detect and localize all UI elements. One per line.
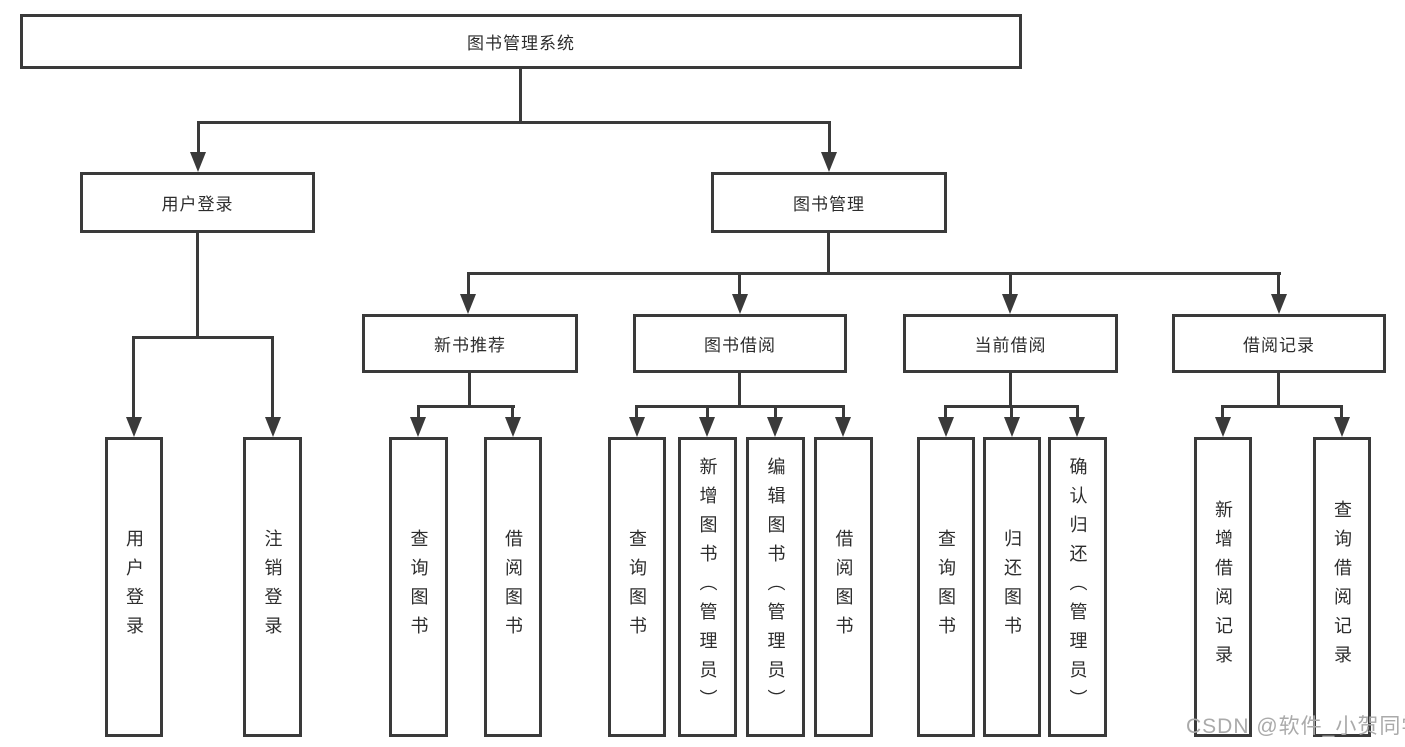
arrowhead-down-icon [265,417,281,437]
leaf-query-books-recommend: 查询图书 [389,437,448,737]
arrowhead-down-icon [1069,417,1085,437]
arrowhead-down-icon [767,417,783,437]
connector-line [1340,405,1343,421]
arrowhead-down-icon [410,417,426,437]
node-label: 确认归还（管理员） [1067,456,1088,718]
node-label: 注销登录 [262,529,283,645]
node-new-book-recommendation: 新书推荐 [362,314,578,373]
node-label: 图书借阅 [704,336,776,355]
connector-line [196,233,199,336]
node-label: 借阅记录 [1243,336,1315,355]
connector-line [417,405,420,421]
connector-line [132,336,274,339]
connector-line [774,405,777,421]
arrowhead-down-icon [629,417,645,437]
node-borrowing-records: 借阅记录 [1172,314,1386,373]
connector-line [636,405,845,408]
leaf-return-books: 归还图书 [983,437,1041,737]
arrowhead-down-icon [505,417,521,437]
arrowhead-down-icon [1002,294,1018,314]
node-label: 编辑图书（管理员） [765,456,786,718]
connector-line [468,373,471,405]
leaf-query-books-current: 查询图书 [917,437,975,737]
node-label: 用户登录 [124,529,144,645]
arrowhead-down-icon [1271,294,1287,314]
leaf-borrow-books: 借阅图书 [814,437,873,737]
node-label: 借阅图书 [833,529,854,645]
connector-line [1277,373,1280,405]
leaf-add-books-admin: 新增图书（管理员） [678,437,737,737]
node-label: 查询借阅记录 [1332,500,1352,674]
leaf-query-books-borrowing: 查询图书 [608,437,666,737]
node-label: 新书推荐 [434,336,506,355]
node-label: 新增借阅记录 [1213,500,1233,674]
arrowhead-down-icon [460,294,476,314]
connector-line [132,336,135,421]
connector-line [827,233,830,272]
node-current-borrowing: 当前借阅 [903,314,1118,373]
connector-line [467,272,1281,275]
connector-line [738,373,741,405]
arrowhead-down-icon [732,294,748,314]
leaf-borrow-books-recommend: 借阅图书 [484,437,542,737]
connector-line [1076,405,1079,421]
arrowhead-down-icon [1334,417,1350,437]
connector-line [738,272,741,298]
node-label: 查询图书 [408,529,429,645]
connector-line [197,121,200,155]
connector-line [1221,405,1224,421]
csdn-watermark: CSDN @软件_小贺同学 [1186,715,1405,738]
node-root: 图书管理系统 [20,14,1022,69]
node-label: 当前借阅 [974,336,1047,355]
node-label: 查询图书 [627,529,647,645]
leaf-logout: 注销登录 [243,437,302,737]
connector-line [467,272,470,298]
connector-line [1010,405,1013,421]
node-label: 查询图书 [936,529,956,645]
connector-line [828,121,831,155]
connector-line [1009,373,1012,405]
node-label: 新增图书（管理员） [697,456,718,718]
arrowhead-down-icon [699,417,715,437]
node-book-borrowing: 图书借阅 [633,314,847,373]
connector-line [842,405,845,421]
connector-line [519,69,522,121]
arrowhead-down-icon [1004,417,1020,437]
node-label: 用户登录 [161,195,234,214]
node-user-login: 用户登录 [80,172,315,233]
connector-line [511,405,514,421]
connector-line [417,405,515,408]
connector-line [197,121,831,124]
leaf-user-login: 用户登录 [105,437,163,737]
leaf-query-borrow-record: 查询借阅记录 [1313,437,1371,737]
node-label: 借阅图书 [503,529,523,645]
connector-line [706,405,709,421]
arrowhead-down-icon [126,417,142,437]
connector-line [635,405,638,421]
connector-line [1221,405,1343,408]
connector-line [944,405,947,421]
arrowhead-down-icon [190,152,206,172]
arrowhead-down-icon [821,152,837,172]
connector-line [1277,272,1280,298]
node-label: 图书管理 [793,195,865,214]
arrowhead-down-icon [1215,417,1231,437]
arrowhead-down-icon [835,417,851,437]
leaf-confirm-return-admin: 确认归还（管理员） [1048,437,1107,737]
connector-line [271,336,274,421]
node-book-management: 图书管理 [711,172,947,233]
node-label: 图书管理系统 [467,34,575,53]
connector-line [1009,272,1012,298]
leaf-add-borrow-record: 新增借阅记录 [1194,437,1252,737]
node-label: 归还图书 [1002,529,1022,645]
arrowhead-down-icon [938,417,954,437]
leaf-edit-books-admin: 编辑图书（管理员） [746,437,805,737]
